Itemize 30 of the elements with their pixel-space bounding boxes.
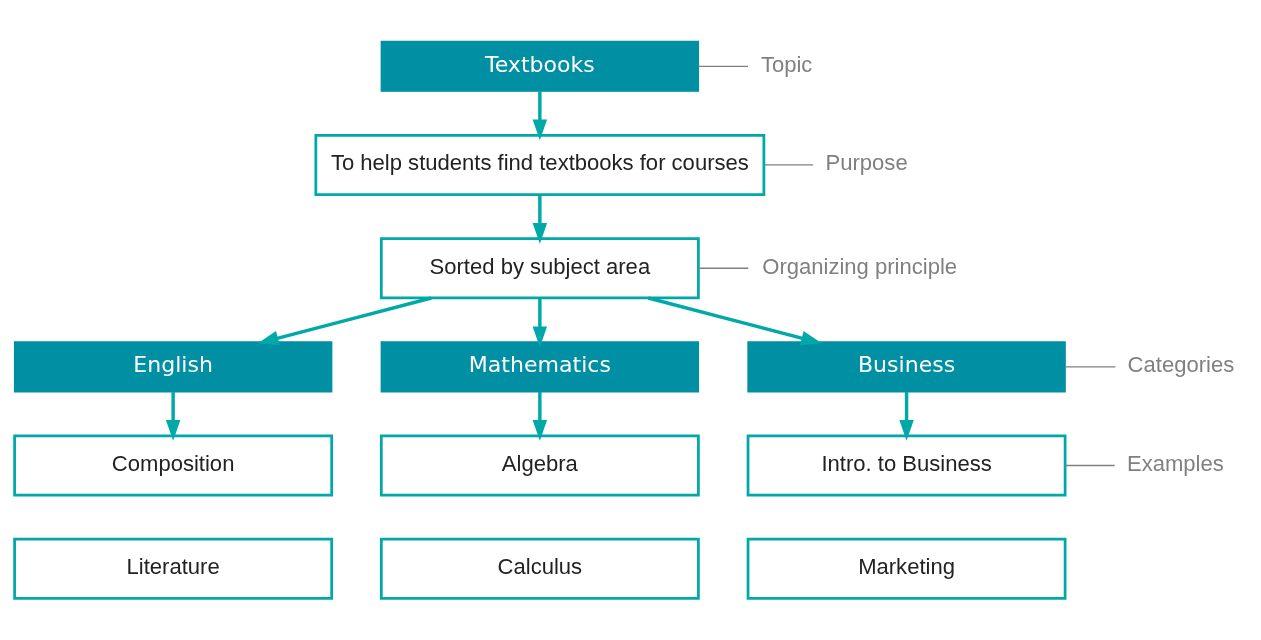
node-box: English xyxy=(13,341,333,393)
connector xyxy=(697,267,749,269)
node-box: To help students find textbooks for courses xyxy=(314,133,766,196)
arrow xyxy=(532,391,548,441)
arrow xyxy=(647,296,822,346)
node-text: Purpose xyxy=(825,150,908,176)
node-text: Examples xyxy=(1127,450,1224,476)
node-box: Business xyxy=(747,341,1066,393)
node-box: Composition xyxy=(13,434,334,497)
node-text: Categories xyxy=(1127,352,1235,378)
arrow xyxy=(532,194,548,244)
node-box: Literature xyxy=(13,537,334,600)
arrow xyxy=(532,91,548,141)
connector xyxy=(763,164,814,166)
connector xyxy=(697,65,749,67)
node-box: Textbooks xyxy=(380,40,700,92)
arrow xyxy=(899,391,914,441)
node-box: Calculus xyxy=(379,537,700,600)
node-text: Topic xyxy=(760,51,813,77)
node-box: Mathematics xyxy=(380,341,700,393)
node-text: Organizing principle xyxy=(762,253,958,279)
arrow xyxy=(532,298,548,348)
connector xyxy=(1064,464,1116,467)
arrow xyxy=(165,391,181,441)
node-box: Algebra xyxy=(379,434,700,497)
node-box: Sorted by subject area xyxy=(379,237,700,300)
node-box: Intro. to Business xyxy=(746,434,1067,497)
connector xyxy=(1064,366,1117,368)
node-box: Marketing xyxy=(746,537,1067,600)
arrow xyxy=(257,296,432,346)
